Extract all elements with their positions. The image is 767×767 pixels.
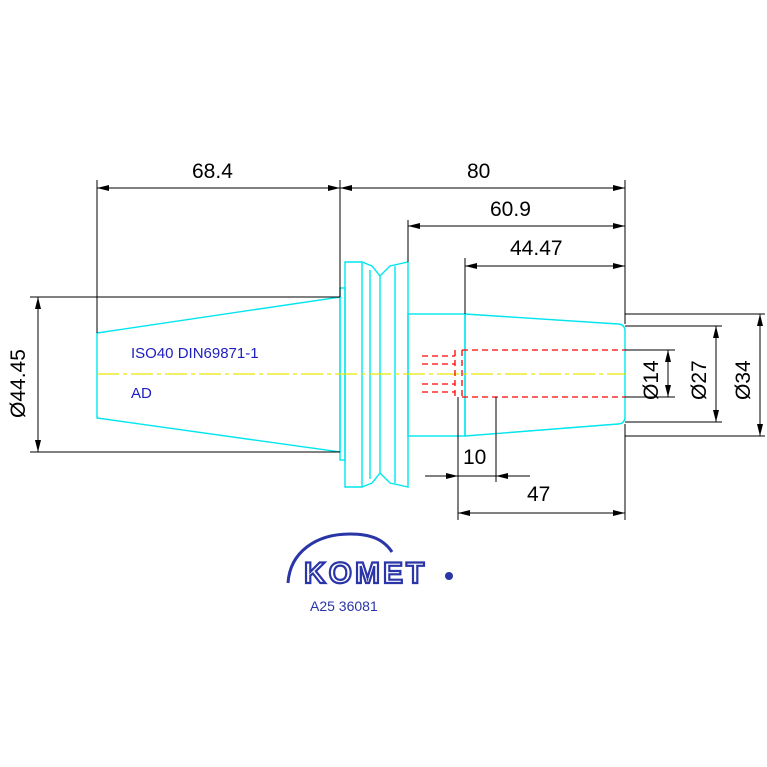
dim-10-label: 10 [463,446,486,469]
logo-brand-text: KOMET [304,557,427,590]
dim-44-47-label: 44.47 [510,237,563,260]
dim-68-4-label: 68.4 [192,160,233,183]
bore-hidden-lines [422,349,625,398]
logo-arc [286,532,394,584]
standard-note: ISO40 DIN69871-1 [131,345,259,362]
dim-60-9-label: 60.9 [490,198,531,221]
komet-logo: KOMET [286,532,453,591]
logo-star-icon [445,572,453,580]
dim-47-label: 47 [527,483,550,506]
nose [464,313,626,437]
dim-dia34-label: Ø34 [732,360,755,400]
dim-dia27-label: Ø27 [688,360,711,400]
dimension-lines [30,180,765,520]
neck [407,313,466,437]
dim-80-label: 80 [467,160,490,183]
variant-note: AD [131,385,152,402]
dim-dia44-45-label: Ø44.45 [7,349,30,418]
tool-holder-outline [96,261,626,488]
dim-dia14-label: Ø14 [640,360,663,400]
part-number: A25 36081 [310,598,378,614]
